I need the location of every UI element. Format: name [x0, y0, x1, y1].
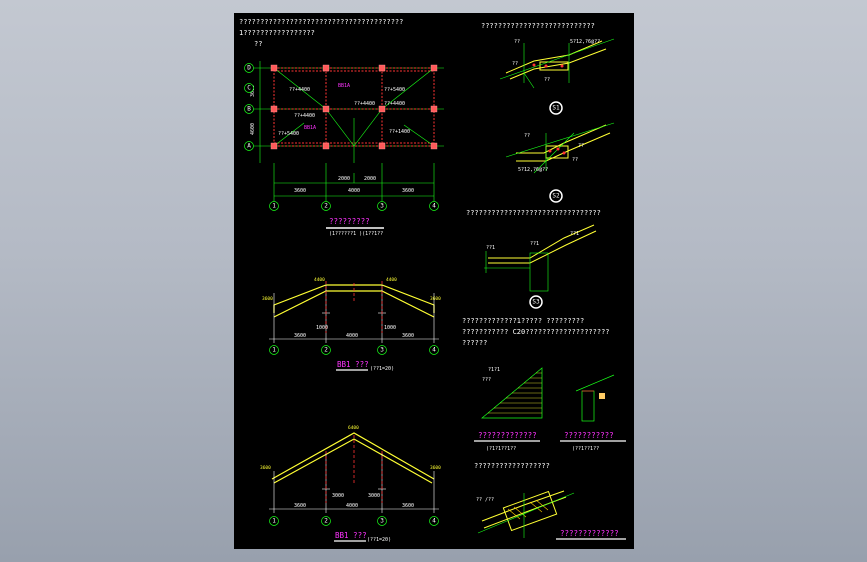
sec1-dim-1: 3600	[294, 333, 306, 339]
s1-label-b: ??	[514, 39, 520, 45]
note-right-para3: ??????	[462, 339, 487, 347]
plan-label-f: ??+4400	[354, 101, 375, 107]
note-top-line2: 1?????????????????	[239, 29, 315, 37]
roof-section-2: 3600 6400 3600 3000 3000 3600 4000 3600 …	[260, 425, 441, 543]
sec1-dim-post-r: 1000	[384, 325, 396, 331]
sec2-title: BB1 ???	[335, 531, 367, 540]
plan-axis-3: 3	[380, 203, 384, 210]
ridge-detail: ?? /?? ?????????????	[476, 490, 626, 540]
sec1-axis-3: 3	[380, 347, 384, 354]
detail-s1: 5?12,?6@?? ?? ?? ?? S1	[499, 38, 615, 115]
s1-label-c: ??	[544, 77, 550, 83]
plan-axis-c: C	[247, 85, 251, 92]
sec1-axis-1: 1	[272, 347, 276, 354]
note-right-para2: ??????????? C20????????????????????	[462, 328, 610, 336]
plan-title: ?????????	[329, 217, 370, 226]
ridge-label: ?? /??	[476, 497, 494, 503]
note-top-line1: ???????????????????????????????????????	[239, 18, 403, 26]
note-right-lower: ??????????????????	[474, 462, 550, 470]
beam-subtitle: (??1??1??	[572, 446, 599, 452]
roof-section-1: 3600 4400 4400 3600 1000 1000 3600 4000 …	[262, 277, 441, 372]
sec2-dim-post-r: 3000	[368, 493, 380, 499]
plan-axis-4: 4	[432, 203, 436, 210]
plan-axis-b: B	[247, 106, 251, 113]
beam-detail: ??????????? (??1??1??	[560, 374, 626, 452]
plan-label-e: ??+1400	[389, 129, 410, 135]
plan-label-a: ??+4400	[289, 87, 310, 93]
note-right-header: ???????????????????????????	[481, 22, 595, 30]
plan-axis-a: A	[247, 143, 251, 150]
sec2-elev-left: 3600	[260, 465, 271, 471]
plan-label-d: ??+5400	[278, 131, 299, 137]
sec2-dim-3: 3600	[402, 503, 414, 509]
plan-dim-v2: 4600	[250, 123, 256, 135]
sec1-elev-right: 3600	[430, 296, 441, 302]
sec2-axis-1: 1	[272, 518, 276, 525]
s2-label-a: ??	[524, 133, 530, 139]
sec2-dim-1: 3600	[294, 503, 306, 509]
s2-label-d: ??	[578, 143, 584, 149]
sec1-dim-post-l: 1000	[316, 325, 328, 331]
detail-s3-tag: S3	[532, 299, 540, 306]
detail-s2: ?? 5?12,?6@?? ?? ?? S2	[505, 122, 615, 203]
wall-detail: ?1?1 ??? ????????????? (?1?1??1??	[474, 367, 543, 452]
wall-label-a: ?1?1	[488, 367, 500, 373]
plan-dim-1: 3600	[294, 188, 306, 194]
plan-subtitle: (1??????1 )(1??1??	[329, 231, 383, 237]
note-top-line3: ??	[254, 40, 262, 48]
plan-dim-3: 3600	[402, 188, 414, 194]
plan-axis-1: 1	[272, 203, 276, 210]
wall-label-b: ???	[482, 377, 491, 383]
ridge-title: ?????????????	[560, 529, 619, 538]
plan-label-c: ??+4400	[294, 113, 315, 119]
plan-dim-4: 2000	[338, 176, 350, 182]
sec1-elev-left: 3600	[262, 296, 273, 302]
beam-title: ???????????	[564, 431, 614, 440]
plan-dim-5: 2000	[364, 176, 376, 182]
s3-label-c: ??1	[570, 231, 579, 237]
plan-axis-2: 2	[324, 203, 328, 210]
s2-label-b: 5?12,?6@??	[518, 167, 548, 173]
sec1-dim-2: 4000	[346, 333, 358, 339]
sec1-elev-mid-r: 4400	[386, 277, 397, 283]
detail-s3: ??1 ??1 ??1 S3	[484, 224, 597, 309]
plan-tag-2: BB1A	[304, 125, 316, 131]
sec2-elev-right: 3600	[430, 465, 441, 471]
s3-label-b: ??1	[530, 241, 539, 247]
sec2-dim-post-l: 3000	[332, 493, 344, 499]
sec2-axis-4: 4	[432, 518, 436, 525]
plan-dim-2: 4000	[348, 188, 360, 194]
plan-dim-v1: 3600	[250, 85, 256, 97]
s1-label-d: ??	[512, 61, 518, 67]
roof-plan: ??+4400 ??+5400 ??+4400 ??+5400 ??+1400 …	[244, 61, 444, 237]
plan-label-g: ??+4400	[384, 101, 405, 107]
sec2-dim-2: 4000	[346, 503, 358, 509]
sec1-axis-2: 2	[324, 347, 328, 354]
plan-axis-d: D	[247, 65, 251, 72]
wall-title: ?????????????	[478, 431, 537, 440]
sec1-dim-3: 3600	[402, 333, 414, 339]
sec1-elev-mid-l: 4400	[314, 277, 325, 283]
sec1-axis-4: 4	[432, 347, 436, 354]
s1-label-a: 5?12,?6@??	[570, 39, 600, 45]
detail-s1-tag: S1	[552, 105, 560, 112]
sec1-scale: (??1=20)	[370, 366, 394, 372]
drawing-sheet: ??????????????????????????????????????? …	[234, 13, 634, 549]
note-right-mid: ????????????????????????????????	[466, 209, 601, 217]
sec2-elev-top: 6400	[348, 425, 359, 431]
sec2-scale: (??1=20)	[367, 537, 391, 543]
sec2-axis-3: 3	[380, 518, 384, 525]
sec2-axis-2: 2	[324, 518, 328, 525]
note-right-para1: ?????????????1????? ?????????	[462, 317, 584, 325]
plan-label-b: ??+5400	[384, 87, 405, 93]
wall-subtitle: (?1?1??1??	[486, 446, 516, 452]
detail-s2-tag: S2	[552, 193, 560, 200]
sec1-title: BB1 ???	[337, 360, 369, 369]
cad-drawing: ??????????????????????????????????????? …	[239, 18, 626, 543]
plan-tag-1: BB1A	[338, 83, 350, 89]
s2-label-c: ??	[572, 157, 578, 163]
s3-label-a: ??1	[486, 245, 495, 251]
